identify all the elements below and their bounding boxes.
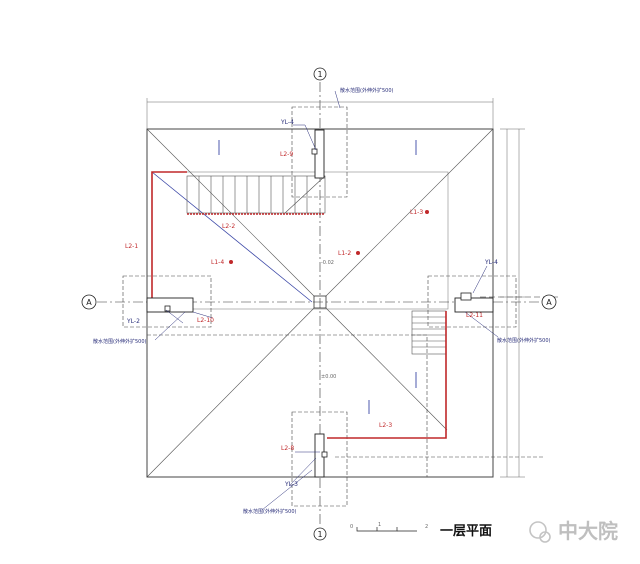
column-markers <box>164 148 472 458</box>
label-l1-2: L1-2 <box>338 250 351 257</box>
right-stair <box>411 310 447 355</box>
roof-lines <box>146 128 494 478</box>
label-yl4-right: YL-4 <box>484 259 498 266</box>
label-l1-3: L1-3 <box>410 209 423 216</box>
label-yl2: YL-2 <box>126 318 140 325</box>
label-l2-2: L2-2 <box>222 223 235 230</box>
direction-arrows <box>218 140 417 414</box>
top-stair <box>186 175 326 214</box>
label-l2-8: L2-8 <box>281 445 294 452</box>
note-bottom: 散水范围(外伸外扩500) <box>243 508 296 515</box>
watermark-logo-icon <box>529 521 551 543</box>
dimension-lines <box>146 98 525 478</box>
label-l1-4: L1-4 <box>211 259 224 266</box>
axis-right-label: A <box>546 298 552 307</box>
axis-bubble-top: 1 <box>313 67 327 81</box>
elevation-upper: -0.02 <box>321 260 334 266</box>
note-top: 散水范围(外伸外扩500) <box>340 87 393 94</box>
scale-bar-mid: 1 <box>378 522 381 528</box>
walls <box>146 129 494 478</box>
label-l2-9: L2-9 <box>280 151 293 158</box>
axis-bubble-bottom: 1 <box>313 527 327 541</box>
eave-line <box>151 171 449 310</box>
note-right: 散水范围(外伸外扩500) <box>497 337 550 344</box>
label-l2-10: L2-10 <box>197 317 214 324</box>
label-l2-3: L2-3 <box>379 422 392 429</box>
watermark-text: 中大院 <box>558 519 618 543</box>
label-yl3: YL-3 <box>284 481 298 488</box>
drawing-title: 一层平面 <box>440 524 492 539</box>
label-yl4-top: YL-4 <box>280 119 294 126</box>
scale-bar <box>356 527 417 532</box>
beam-lines <box>151 171 447 439</box>
axis-bubble-left: A <box>81 294 97 310</box>
scale-bar-start: 0 <box>350 524 353 530</box>
axis-top-label: 1 <box>317 70 322 79</box>
axis-bottom-label: 1 <box>317 530 322 539</box>
leader-lines <box>154 90 499 511</box>
axis-bubble-right: A <box>541 294 557 310</box>
label-l2-11: L2-11 <box>466 312 483 319</box>
blue-diagonal <box>151 171 313 303</box>
marker-dots <box>229 210 429 264</box>
axis-left-label: A <box>86 298 92 307</box>
elevation-lower: ±0.00 <box>321 374 336 380</box>
label-l2-1: L2-1 <box>125 243 138 250</box>
detail-boxes <box>122 106 517 507</box>
note-left: 散水范围(外伸外扩500) <box>93 338 146 345</box>
scale-bar-end: 2 <box>425 524 428 530</box>
